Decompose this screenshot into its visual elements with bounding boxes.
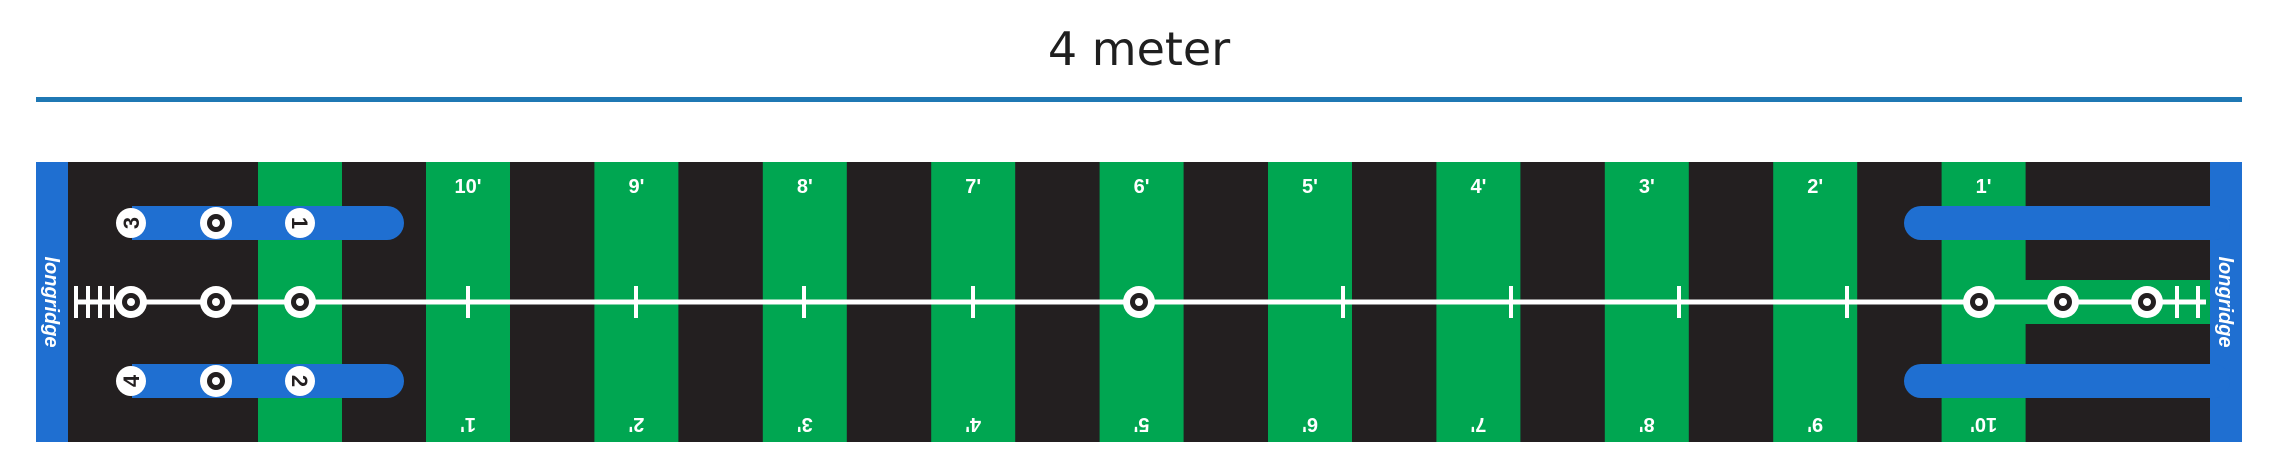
marker-4-label: 4	[119, 374, 144, 387]
target-dot-left	[284, 286, 316, 318]
stripe-bottom-label: 6'	[1302, 413, 1318, 435]
stripe-top-label: 4'	[1470, 176, 1486, 198]
page-title: 4 meter	[1047, 22, 1231, 76]
stripe-bottom-label: 8'	[1639, 413, 1655, 435]
stripe-bottom-label: 5'	[1134, 413, 1150, 435]
stripe-top-label: 8'	[797, 176, 813, 198]
right-bottom-channel	[1904, 364, 2230, 398]
right-top-channel	[1904, 206, 2230, 240]
stripe-bottom-label: 3'	[797, 413, 813, 435]
stripe-top-label: 3'	[1639, 176, 1655, 198]
stripe-bottom-label: 9'	[1807, 413, 1823, 435]
stripe-bottom-label: 10'	[1970, 413, 1997, 435]
putting-mat: 10' 1' 9' 2' 8' 3' 7' 4' 6' 5' 5' 6' 4' 7' 3' 8' 2' 9' 1' 1…	[36, 162, 2242, 442]
target-dot-bottom	[200, 365, 232, 397]
stripe-bottom-label: 7'	[1470, 413, 1486, 435]
marker-2-label: 2	[287, 375, 312, 387]
marker-1-label: 1	[287, 217, 312, 229]
stripe-top-label: 7'	[965, 176, 981, 198]
stripe-bottom-label: 4'	[965, 413, 981, 435]
stripe-bottom-label: 1'	[460, 413, 476, 435]
title-underline	[36, 97, 2242, 102]
stripe-top-label: 10'	[454, 176, 481, 198]
stripe-top-label: 9'	[628, 176, 644, 198]
stripe-top-label: 2'	[1807, 176, 1823, 198]
target-dot-right	[2047, 286, 2079, 318]
stripe-top-label: 5'	[1302, 176, 1318, 198]
stripe-top-label: 6'	[1134, 176, 1150, 198]
target-dots	[115, 207, 2163, 397]
target-dot-left	[200, 286, 232, 318]
target-dot-center	[1123, 286, 1155, 318]
left-top-channel	[112, 206, 404, 240]
marker-1: 1	[285, 208, 315, 238]
target-dot-right	[1963, 286, 1995, 318]
distance-ticks	[74, 286, 2200, 318]
marker-2: 2	[285, 366, 315, 396]
left-edge-band	[36, 162, 68, 442]
left-bottom-channel	[112, 364, 404, 398]
target-dot-right	[2131, 286, 2163, 318]
brand-logo-left: longridge	[40, 256, 62, 347]
stripe-top-label: 1'	[1976, 176, 1992, 198]
stripe-bottom-label: 2'	[628, 413, 644, 435]
target-dot-top	[200, 207, 232, 239]
marker-3-label: 3	[119, 217, 144, 229]
brand-logo-right: longridge	[2214, 256, 2236, 347]
target-dot-left	[115, 286, 147, 318]
marker-4: 4	[116, 366, 146, 396]
marker-3: 3	[116, 208, 146, 238]
